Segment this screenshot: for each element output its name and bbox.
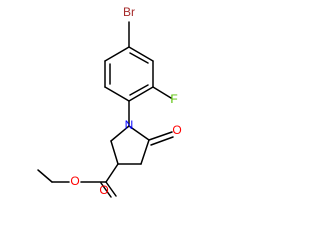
ester-oxygen-atom-label: O xyxy=(70,174,79,188)
bond-c6-c1 xyxy=(104,46,130,62)
bond-c4-c5-ring xyxy=(110,140,119,165)
structure-canvas: Br F N O O O xyxy=(37,5,182,198)
bond-ester-co-b xyxy=(100,182,112,198)
nitrogen-atom-label: N xyxy=(125,118,134,132)
molecule-diagram: Br F N O O O xyxy=(37,5,182,198)
bond-f xyxy=(152,86,172,99)
bond-ch2-ch3 xyxy=(37,169,53,183)
bond-lactam-co-a xyxy=(148,131,173,141)
bond-c1-c2-inner xyxy=(129,52,149,64)
bond-n-c2 xyxy=(128,125,150,141)
ester-carbonyl-oxygen-label: O xyxy=(99,183,108,197)
lactam-oxygen-atom-label: O xyxy=(172,123,181,137)
bond-lactam-co-b xyxy=(150,136,174,146)
bond-n-c5 xyxy=(110,125,130,142)
bond-c4-c5 xyxy=(104,86,130,102)
bond-c3-c4-inner xyxy=(129,84,149,96)
bond-c3-c4 xyxy=(128,86,154,102)
bond-c2-c3-ring xyxy=(140,139,150,165)
bromine-atom-label: Br xyxy=(123,5,135,19)
bond-ring-ester-c xyxy=(105,163,119,183)
bond-c1-c2 xyxy=(128,46,154,62)
fluorine-atom-label: F xyxy=(170,92,177,106)
bond-ester-co-a xyxy=(105,181,117,197)
